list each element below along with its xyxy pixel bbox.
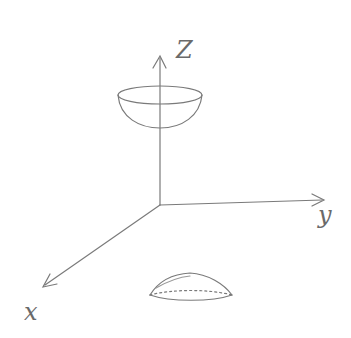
lower-sheet-base-front: [150, 295, 232, 300]
lower-sheet-shading: [156, 276, 190, 288]
lower-sheet-dome: [150, 273, 232, 295]
y-axis: [160, 200, 322, 205]
x-axis: [45, 205, 160, 285]
axis-label: x: [24, 300, 38, 324]
axis-label: y: [318, 203, 332, 227]
lower-sheet-base-back: [150, 291, 232, 296]
z-axis: [159, 58, 160, 205]
upper-sheet-bowl: [118, 95, 202, 128]
x-arrowhead: [43, 274, 57, 287]
axis-label: Z: [176, 38, 193, 62]
upper-sheet-rim: [118, 86, 202, 104]
z-arrowhead: [153, 56, 166, 68]
